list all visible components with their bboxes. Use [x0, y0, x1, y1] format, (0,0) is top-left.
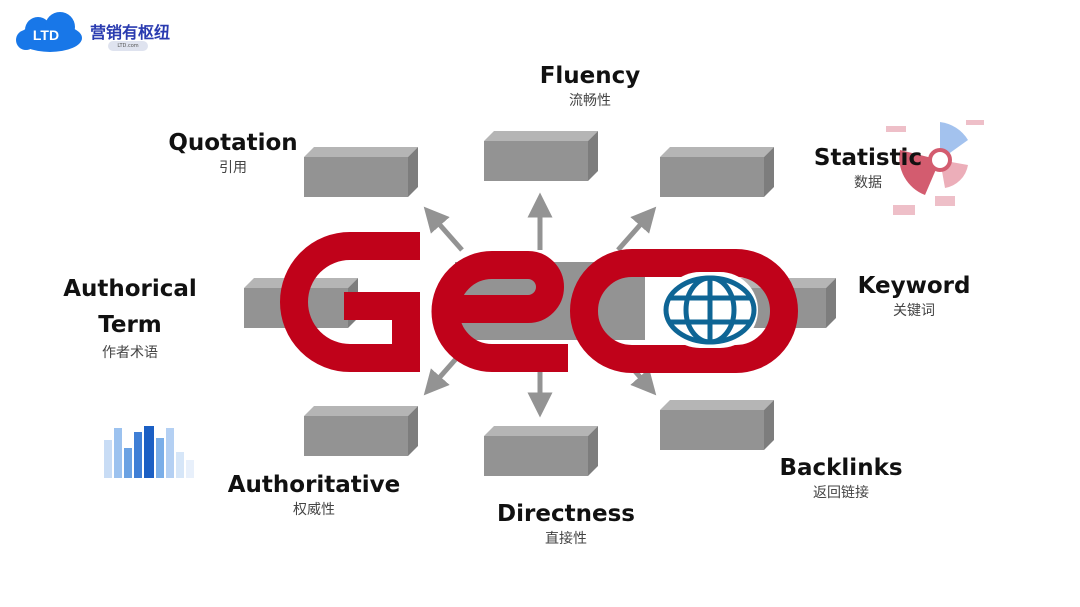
node-title: Authoritative: [227, 472, 401, 498]
node-title: Statistic: [813, 145, 923, 171]
svg-text:LTD: LTD: [33, 27, 59, 43]
statistic-chart-decoration: [886, 120, 984, 215]
brand-name: 营销有枢纽: [90, 23, 171, 42]
bar-chart-decoration: [104, 426, 194, 478]
node-title: Backlinks: [779, 455, 903, 481]
node-title: Quotation: [168, 130, 298, 156]
node-statistic: Statistic 数据: [814, 143, 922, 193]
node-title: Keyword: [857, 273, 971, 299]
geo-logo: [280, 232, 798, 373]
node-subtitle: 关键词: [893, 303, 935, 319]
brand-domain: LTD.com: [108, 41, 148, 51]
node-subtitle: 权威性: [293, 502, 335, 518]
node-backlinks: Backlinks 返回链接: [779, 453, 902, 503]
node-quotation: Quotation 引用: [168, 128, 297, 178]
node-title: Authorical Term: [63, 276, 197, 338]
node-title: Directness: [497, 501, 635, 527]
node-fluency: Fluency 流畅性: [540, 61, 641, 111]
node-directness: Directness 直接性: [497, 499, 635, 549]
node-title: Fluency: [539, 63, 641, 89]
node-subtitle: 引用: [218, 160, 247, 176]
node-subtitle: 直接性: [545, 531, 587, 547]
node-subtitle: 数据: [853, 175, 882, 191]
node-subtitle: 返回链接: [812, 485, 869, 501]
node-keyword: Keyword 关键词: [858, 271, 971, 321]
node-authorical-term: Authorical Term 作者术语: [55, 271, 205, 363]
node-subtitle: 作者术语: [102, 345, 158, 361]
node-subtitle: 流畅性: [568, 93, 611, 109]
globe-icon: [662, 272, 758, 348]
brand-logo-cloud: LTD: [16, 12, 82, 52]
node-authoritative: Authoritative 权威性: [228, 470, 401, 520]
